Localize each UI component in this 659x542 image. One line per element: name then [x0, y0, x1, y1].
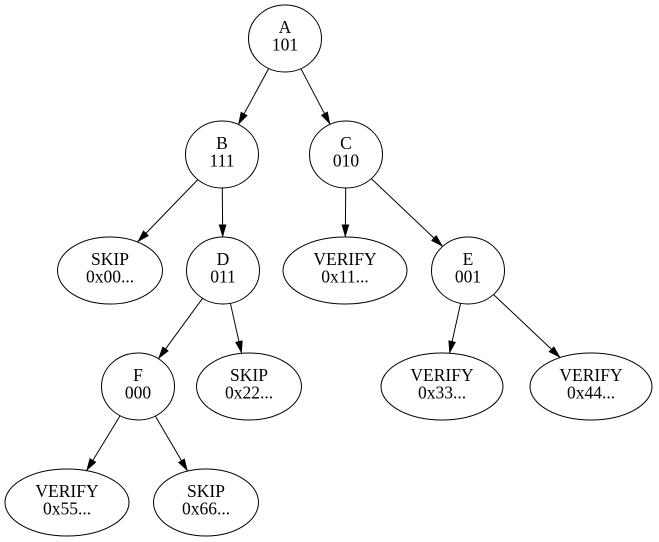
node-outline-F — [101, 352, 175, 421]
node-outline-A — [248, 4, 322, 73]
node-label-line1: SKIP — [187, 481, 225, 501]
node-label-line2: 0x11... — [321, 267, 368, 287]
node-label-line1: C — [340, 133, 352, 153]
node-label-line1: D — [217, 249, 230, 269]
node-outline-verify44 — [529, 352, 653, 421]
node-label-line1: VERIFY — [410, 365, 474, 385]
node-label-line1: A — [279, 17, 292, 37]
node-outline-skip22 — [196, 352, 302, 421]
node-label-line2: 0x33... — [418, 383, 466, 403]
node-label-line2: 0x44... — [567, 383, 615, 403]
edge-B-skip00 — [137, 179, 199, 243]
node-label-line2: 0x22... — [225, 383, 273, 403]
edges-layer — [86, 68, 561, 472]
node-outline-verify33 — [380, 352, 504, 421]
node-outline-verify55 — [4, 468, 130, 537]
edge-E-verify33 — [448, 303, 462, 354]
edge-D-skip22 — [229, 303, 243, 354]
node-label-line2: 0x66... — [182, 499, 230, 519]
node-label-line2: 101 — [272, 35, 298, 55]
node-label-line1: SKIP — [91, 249, 129, 269]
edge-D-F — [157, 298, 204, 360]
node-label-line1: VERIFY — [35, 481, 99, 501]
edge-F-skip66 — [154, 415, 189, 472]
node-label-line2: 111 — [210, 151, 235, 171]
node-outline-C — [309, 120, 383, 189]
node-label-line1: E — [463, 249, 474, 269]
node-label-line1: VERIFY — [313, 249, 377, 269]
node-label-line2: 000 — [125, 383, 152, 403]
edge-A-C — [300, 68, 331, 125]
node-label-line2: 0x00... — [86, 267, 134, 287]
edge-A-B — [237, 68, 270, 125]
node-label-line1: B — [216, 133, 228, 153]
node-outline-E — [431, 236, 505, 305]
node-label-line2: 001 — [455, 267, 481, 287]
node-label-line1: SKIP — [230, 365, 268, 385]
node-outline-B — [185, 120, 259, 189]
edge-E-verify44 — [493, 294, 561, 358]
node-outline-verify11 — [282, 236, 408, 305]
node-outline-skip00 — [57, 236, 163, 305]
node-label-line1: F — [133, 365, 143, 385]
node-label-line2: 0x55... — [43, 499, 91, 519]
node-label-line2: 010 — [333, 151, 360, 171]
node-label-line1: VERIFY — [559, 365, 623, 385]
edge-C-E — [370, 178, 444, 247]
node-outline-D — [186, 236, 260, 305]
edge-F-verify55 — [86, 415, 121, 472]
node-label-line2: 011 — [210, 267, 236, 287]
node-outline-skip66 — [153, 468, 259, 537]
